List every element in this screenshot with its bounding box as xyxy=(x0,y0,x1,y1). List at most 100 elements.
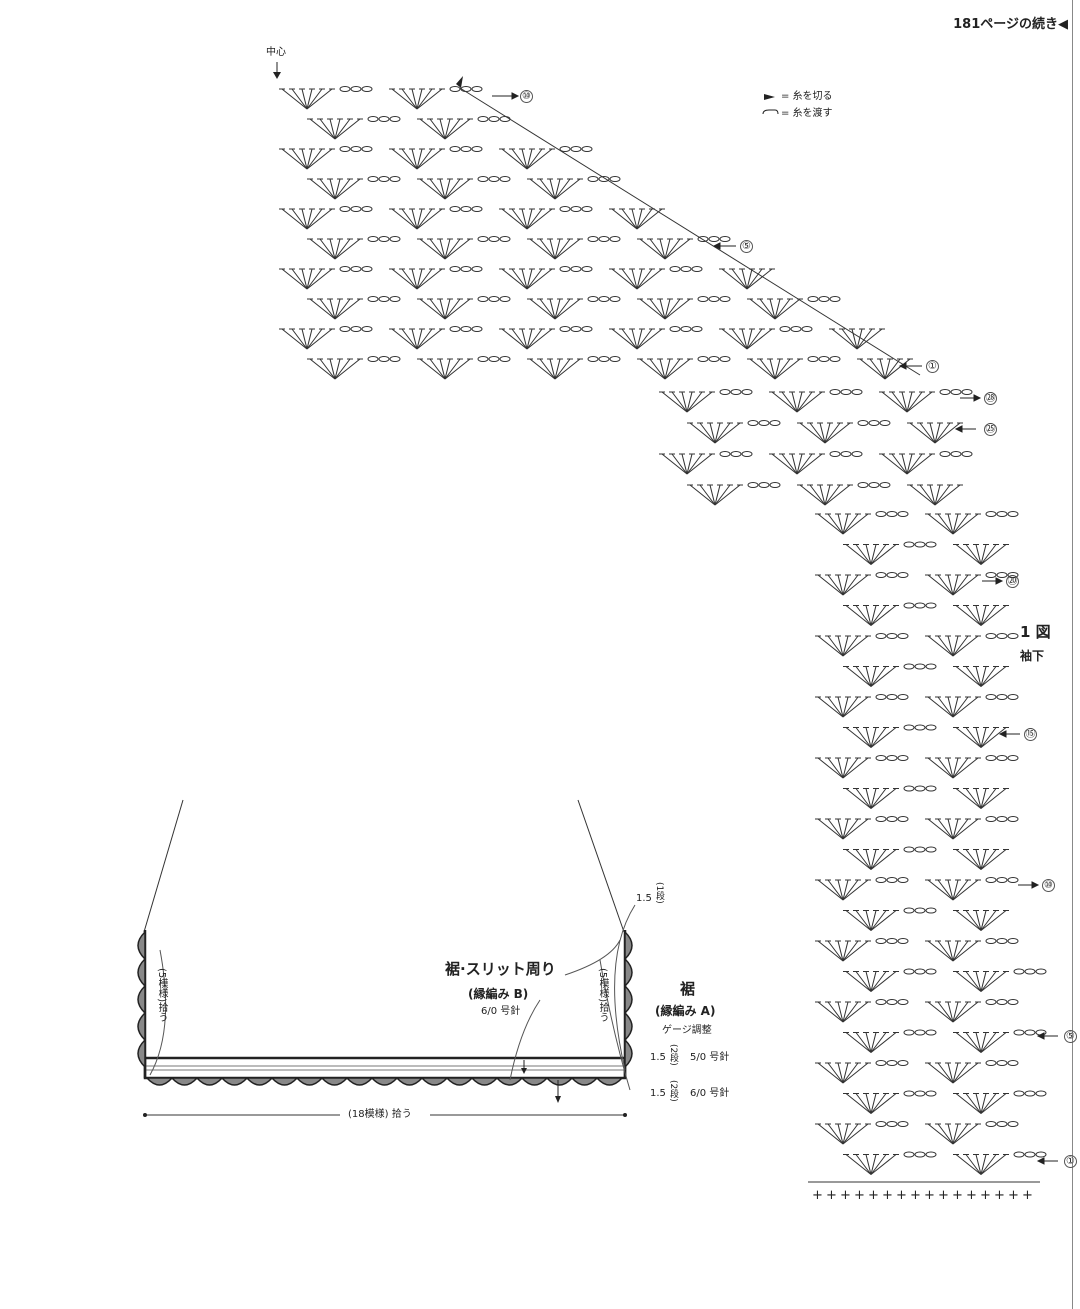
edging-scallops xyxy=(137,930,633,1086)
dim-bot-value: 1.5 xyxy=(650,1088,666,1099)
single-crochet-foundation-row: ++++++++++++++++ xyxy=(808,1181,1040,1203)
scallop xyxy=(137,930,146,961)
page-edge-line xyxy=(1072,0,1073,1309)
stitch-row xyxy=(279,266,775,290)
stitch-row xyxy=(815,755,1019,779)
stitch-row xyxy=(307,356,913,380)
single-crochet-mark: + xyxy=(994,1188,1005,1203)
single-crochet-mark: + xyxy=(952,1188,963,1203)
center-arrow-icon xyxy=(273,62,281,79)
dim-mid-rows: (2段) xyxy=(668,1044,678,1066)
stitch-row xyxy=(815,572,1019,596)
scallop xyxy=(345,1077,374,1086)
stitch-row xyxy=(843,968,1047,992)
scallop xyxy=(370,1077,399,1086)
legend-cut-yarn: = 糸を切る xyxy=(781,91,833,102)
row-label: ㉕ xyxy=(984,423,997,436)
single-crochet-mark: + xyxy=(1022,1188,1033,1203)
single-crochet-mark: + xyxy=(1008,1188,1019,1203)
stitch-row xyxy=(279,86,483,110)
scallop xyxy=(295,1077,324,1086)
scallop xyxy=(595,1077,624,1086)
dim-top-value: 1.5 xyxy=(636,893,652,904)
row-label: ⑳ xyxy=(1006,575,1019,588)
stitch-row xyxy=(815,511,1019,535)
scallop xyxy=(520,1077,549,1086)
stitch-row xyxy=(815,938,1019,962)
scallop xyxy=(495,1077,524,1086)
scallop xyxy=(145,1077,174,1086)
dim-mid-needle: 5/0 号針 xyxy=(690,1052,730,1063)
stitch-row xyxy=(279,206,665,230)
cut-yarn-icon xyxy=(456,76,775,100)
figure-title: 1 図 xyxy=(1020,623,1051,641)
scallop xyxy=(624,1038,633,1069)
single-crochet-mark: + xyxy=(910,1188,921,1203)
right-side-pickup: (5模様)拾う xyxy=(597,968,608,1023)
hem-schematic xyxy=(137,799,636,1117)
scallop xyxy=(470,1077,499,1086)
scallop xyxy=(420,1077,449,1086)
scallop xyxy=(220,1077,249,1086)
row-label: ⑤ xyxy=(740,240,753,253)
dim-bot-rows: (2段) xyxy=(668,1080,678,1102)
row-label: ⑮ xyxy=(1024,728,1037,741)
scallop xyxy=(170,1077,199,1086)
scallop xyxy=(137,984,146,1015)
yoke-diagonal-edge xyxy=(459,87,921,376)
scallop xyxy=(245,1077,274,1086)
scallop xyxy=(624,957,633,988)
single-crochet-mark: + xyxy=(840,1188,851,1203)
scallop xyxy=(137,957,146,988)
stitch-row xyxy=(659,451,973,475)
edge-b-title: 裾·スリット周り xyxy=(445,960,556,978)
stitch-row xyxy=(843,846,1009,870)
dim-bot-needle: 6/0 号針 xyxy=(690,1088,730,1099)
stitch-row xyxy=(815,877,1019,901)
continued-from-page: 181ページの続き◀ xyxy=(953,17,1068,32)
stitch-row xyxy=(279,326,885,350)
single-crochet-mark: + xyxy=(826,1188,837,1203)
single-crochet-mark: + xyxy=(882,1188,893,1203)
single-crochet-mark: + xyxy=(938,1188,949,1203)
stitch-row xyxy=(815,1121,1019,1145)
stitch-row xyxy=(815,633,1019,657)
row-label: ⑩ xyxy=(520,90,533,103)
scallop xyxy=(195,1077,224,1086)
stitch-row xyxy=(307,296,841,320)
stitch-row xyxy=(307,116,511,140)
stitch-row xyxy=(843,907,1009,931)
stitch-row xyxy=(843,1029,1047,1053)
stitch-row xyxy=(843,663,1009,687)
edge-a-title: 裾 xyxy=(680,980,696,998)
single-crochet-mark: + xyxy=(924,1188,935,1203)
stitch-row xyxy=(815,999,1019,1023)
row-label: ⑩ xyxy=(1042,879,1055,892)
row-label: ① xyxy=(1064,1155,1077,1168)
stitch-row xyxy=(687,420,963,444)
scallop xyxy=(624,930,633,961)
single-crochet-mark: + xyxy=(854,1188,865,1203)
legend-carry-yarn: = 糸を渡す xyxy=(781,108,833,119)
scallop xyxy=(570,1077,599,1086)
stitch-row xyxy=(843,1090,1047,1114)
stitch-row xyxy=(659,389,973,413)
scallop xyxy=(137,1011,146,1042)
sleeve-stitch-chart xyxy=(659,389,1047,1175)
figure-subtitle: 袖下 xyxy=(1020,649,1045,663)
scallop xyxy=(624,984,633,1015)
single-crochet-mark: + xyxy=(966,1188,977,1203)
bottom-pickup: (18模様) 拾う xyxy=(348,1109,412,1120)
stitch-row xyxy=(307,176,621,200)
stitch-row xyxy=(843,602,1009,626)
stitch-row xyxy=(843,785,1009,809)
stitch-row xyxy=(843,724,1009,748)
stitch-row xyxy=(843,1151,1047,1175)
stitch-row xyxy=(687,482,963,506)
center-label: 中心 xyxy=(266,47,286,58)
row-label: ⑤ xyxy=(1064,1030,1077,1043)
scallop xyxy=(137,1038,146,1069)
scallop xyxy=(445,1077,474,1086)
single-crochet-mark: + xyxy=(896,1188,907,1203)
scallop xyxy=(320,1077,349,1086)
